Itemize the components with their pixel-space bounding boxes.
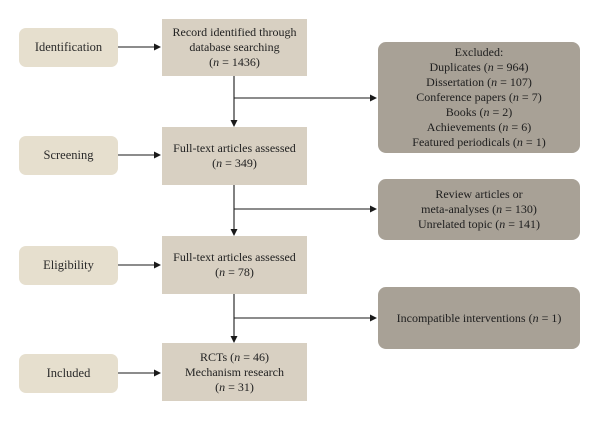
stage-included: Included — [19, 354, 118, 393]
exclusion-line: meta-analyses (n = 130) — [421, 202, 537, 216]
flow-box-eligibility: Full-text articles assessed (n = 78) — [162, 236, 307, 294]
stage-label: Screening — [43, 148, 94, 162]
flow-line: Mechanism research — [185, 364, 284, 379]
exclusion-line: Books (n = 2) — [445, 105, 513, 119]
stage-label: Eligibility — [43, 258, 94, 272]
stage-eligibility: Eligibility — [19, 246, 118, 285]
flow-line: database searching — [189, 40, 280, 54]
flow-line: (n = 349) — [212, 156, 257, 170]
stage-label: Identification — [34, 40, 103, 54]
exclusion-line: Incompatible interventions (n = 1) — [396, 310, 562, 325]
exclusion-line: Review articles or — [435, 187, 523, 201]
exclusion-box-eligibility: Incompatible interventions (n = 1) — [378, 287, 580, 349]
flow-line: Record identified through — [172, 25, 297, 39]
exclusion-line: Excluded: — [454, 45, 504, 59]
flow-line: Full-text articles assessed — [173, 141, 296, 155]
flow-line: RCTs (n = 46) — [200, 349, 269, 364]
flow-box-records-identified: Record identified through database searc… — [162, 19, 307, 76]
exclusion-line: Duplicates (n = 964) — [429, 60, 529, 74]
stage-screening: Screening — [19, 136, 118, 175]
flow-box-screening: Full-text articles assessed (n = 349) — [162, 127, 307, 185]
stage-label: Included — [46, 366, 91, 380]
exclusion-line: Conference papers (n = 7) — [416, 90, 542, 104]
exclusion-box-identification: Excluded: Duplicates (n = 964) Dissertat… — [378, 42, 580, 153]
exclusion-line: Dissertation (n = 107) — [426, 75, 532, 89]
exclusion-line: Unrelated topic (n = 141) — [417, 217, 541, 231]
exclusion-line: Achievements (n = 6) — [426, 120, 532, 134]
flow-line: (n = 78) — [215, 265, 254, 279]
flow-line: (n = 31) — [215, 379, 254, 394]
flow-line: (n = 1436) — [209, 55, 260, 69]
flow-line: Full-text articles assessed — [173, 250, 296, 264]
flow-box-included: RCTs (n = 46) Mechanism research (n = 31… — [162, 343, 307, 401]
exclusion-box-screening: Review articles or meta-analyses (n = 13… — [378, 179, 580, 240]
exclusion-line: Featured periodicals (n = 1) — [412, 135, 546, 149]
stage-identification: Identification — [19, 28, 118, 67]
